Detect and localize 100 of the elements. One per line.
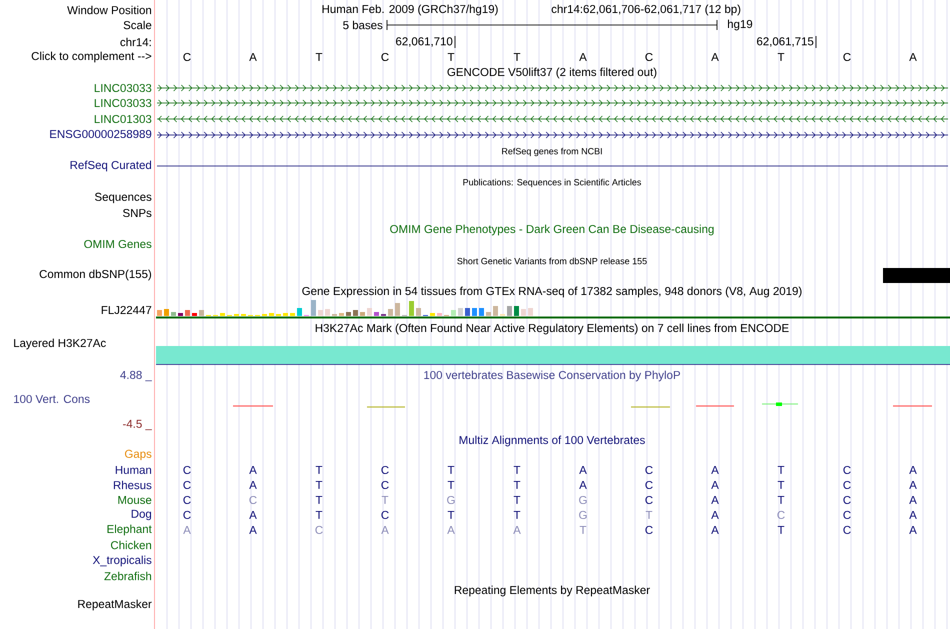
species-label: Dog <box>132 510 152 520</box>
species-label: Mouse <box>118 496 152 504</box>
base-letter: A <box>513 526 521 534</box>
base-letter: A <box>249 511 257 519</box>
species-label: Elephant <box>108 524 152 536</box>
track-label: LINC03033 <box>94 98 152 108</box>
base-letter: A <box>183 526 191 534</box>
base-letter: T <box>448 511 454 519</box>
base-letter: T <box>316 481 322 489</box>
base-letter: G <box>447 496 455 504</box>
base-letter: A <box>711 466 719 474</box>
track-title: GENCODE V50lift37 (2 items filtered out) <box>448 68 656 78</box>
base-letter: C <box>843 526 851 534</box>
axis-value: 4.88 _ <box>120 370 152 382</box>
base-letter: A <box>909 53 917 61</box>
track-label: FLJ22447 <box>102 306 152 314</box>
species-label: Chicken <box>111 540 152 550</box>
base-letter: C <box>843 496 851 504</box>
base-letter: A <box>909 511 917 519</box>
species-label: Gaps <box>125 450 152 460</box>
base-letter: A <box>909 496 917 504</box>
scale-label: hg19 <box>728 20 752 30</box>
track-label: Scale <box>124 20 152 30</box>
base-letter: A <box>711 481 719 489</box>
base-letter: A <box>909 466 917 474</box>
base-letter: C <box>315 526 323 534</box>
track-title: OMIM Gene Phenotypes - Dark Green Can Be Disease-causing <box>390 224 714 236</box>
track-label: 100 Vert. Cons <box>14 394 90 404</box>
track-label: OMIM Genes <box>84 240 152 248</box>
track-title: RefSeq genes from NCBI <box>502 148 602 156</box>
axis-value: -4.5 _ <box>123 420 152 430</box>
base-letter: A <box>249 466 257 474</box>
base-letter: C <box>777 510 785 520</box>
base-letter: T <box>514 53 520 61</box>
base-letter: C <box>249 496 257 504</box>
species-label: Human <box>116 466 152 474</box>
base-letter: T <box>778 53 784 61</box>
base-letter: C <box>381 510 389 520</box>
base-letter: C <box>843 510 851 520</box>
track-title: 100 vertebrates Basewise Conservation by PhyloP <box>424 370 680 382</box>
header-text: Human Feb. 2009 (GRCh37/hg19) <box>322 4 498 16</box>
base-letter: A <box>381 526 389 534</box>
track-label: SNPs <box>123 208 152 218</box>
base-letter: A <box>579 466 587 474</box>
base-letter: A <box>711 511 719 519</box>
track-label: Common dbSNP(155) <box>40 270 152 280</box>
base-letter: A <box>909 481 917 489</box>
position-number: 62,061,710 <box>396 37 452 47</box>
base-letter: T <box>316 53 322 61</box>
track-title: H3K27Ac Mark (Often Found Near Active Regulatory Elements) on 7 cell lines from ENCODE <box>316 324 789 334</box>
base-letter: C <box>381 466 389 474</box>
base-letter: C <box>183 480 191 490</box>
track-label: Window Position <box>67 6 152 14</box>
track-title: Repeating Elements by RepeatMasker <box>454 586 650 596</box>
base-letter: T <box>514 511 520 519</box>
track-label: LINC03033 <box>94 84 152 92</box>
base-letter: T <box>382 496 388 504</box>
base-letter: C <box>183 52 191 62</box>
base-letter: T <box>580 526 586 534</box>
base-letter: A <box>579 481 587 489</box>
base-letter: T <box>448 466 454 474</box>
base-letter: T <box>778 481 784 489</box>
track-label: LINC01303 <box>94 114 152 124</box>
scale-label: 5 bases <box>343 20 382 30</box>
base-letter: T <box>316 511 322 519</box>
base-letter: A <box>249 526 257 534</box>
base-letter: A <box>711 496 719 504</box>
base-letter: C <box>843 480 851 490</box>
base-letter: C <box>645 526 653 534</box>
base-letter: A <box>711 526 719 534</box>
base-letter: T <box>778 496 784 504</box>
base-letter: G <box>579 510 587 520</box>
base-letter: T <box>514 466 520 474</box>
base-letter: A <box>579 53 587 61</box>
base-letter: T <box>448 481 454 489</box>
header-text: chr14:62,061,706-62,061,717 (12 bp) <box>552 4 740 16</box>
base-letter: C <box>381 480 389 490</box>
species-label: Zebrafish <box>104 572 152 580</box>
base-letter: A <box>249 53 257 61</box>
base-letter: C <box>645 480 653 490</box>
track-title: Multiz Alignments of 100 Vertebrates <box>460 436 645 446</box>
base-letter: C <box>645 496 653 504</box>
base-letter: A <box>711 53 719 61</box>
base-letter: C <box>183 510 191 520</box>
base-letter: C <box>843 52 851 62</box>
track-label: Layered H3K27Ac <box>14 338 106 350</box>
track-label: RepeatMasker <box>78 600 152 610</box>
base-letter: C <box>645 466 653 474</box>
base-letter: T <box>514 481 520 489</box>
base-letter: T <box>778 526 784 534</box>
base-letter: T <box>448 53 454 61</box>
base-letter: A <box>249 481 257 489</box>
species-label: X_tropicalis <box>92 556 152 566</box>
base-letter: C <box>843 466 851 474</box>
track-title: Short Genetic Variants from dbSNP release 155 <box>457 258 647 264</box>
track-label: chr14: <box>120 38 151 46</box>
base-letter: C <box>645 52 653 62</box>
track-label: ENSG00000258989 <box>50 130 152 138</box>
base-letter: A <box>909 526 917 534</box>
base-letter: C <box>183 496 191 504</box>
